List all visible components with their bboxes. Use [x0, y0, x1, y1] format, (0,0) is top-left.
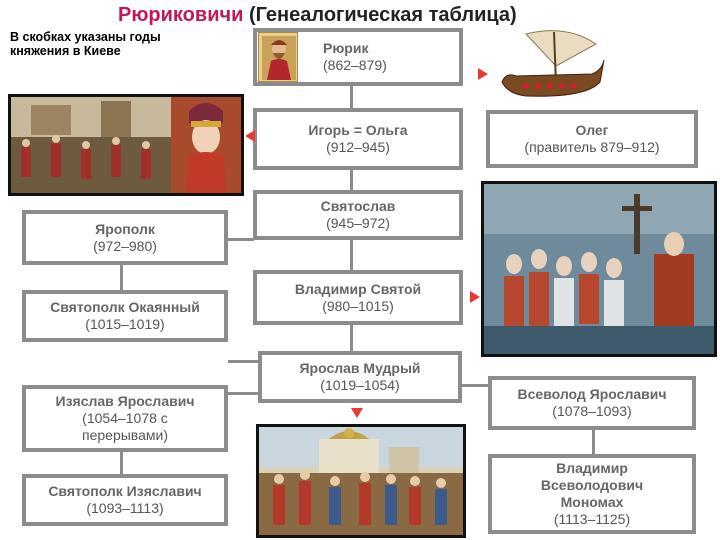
baptism-painting-art [484, 184, 714, 354]
vsevolod-box: Всеволод Ярославич (1078–1093) [488, 376, 696, 430]
svyatopolk-izyaslavich-name: Святополк Изяславич [48, 483, 201, 500]
svyatopolk-izyaslavich-box: Святополк Изяславич (1093–1113) [22, 474, 228, 526]
connector [120, 452, 123, 474]
izyaslav-name: Изяслав Ярославич [56, 393, 195, 410]
connector [228, 392, 258, 395]
yaropolk-years: (972–980) [93, 238, 157, 255]
rurik-portrait [258, 32, 298, 82]
yaropolk-box: Ярополк (972–980) [22, 210, 228, 265]
viking-ship-art [496, 24, 606, 104]
igor-olga-box: Игорь = Ольга (912–945) [253, 108, 463, 170]
connector [228, 238, 254, 241]
connector [350, 325, 353, 351]
vladimir-box: Владимир Святой (980–1015) [253, 270, 463, 325]
arrow-right-icon [470, 291, 480, 303]
kiev-painting [256, 424, 466, 538]
arrow-left-icon [245, 130, 255, 142]
connector [462, 384, 488, 387]
viking-ship-image [496, 24, 606, 104]
izyaslav-years: (1054–1078 с перерывами) [60, 410, 190, 444]
baptism-painting [481, 181, 717, 357]
svyatopolk-name: Святополк Окаянный [50, 299, 200, 316]
connector [350, 86, 353, 108]
igor-olga-painting-art [11, 97, 241, 193]
svyatoslav-years: (945–972) [326, 215, 390, 232]
yaroslav-box: Ярослав Мудрый (1019–1054) [258, 351, 462, 403]
igor-olga-painting [8, 94, 244, 196]
vsevolod-years: (1078–1093) [552, 403, 631, 420]
monomakh-years: (1113–1125) [554, 511, 630, 528]
izyaslav-box: Изяслав Ярославич (1054–1078 с перерывам… [22, 385, 228, 452]
vladimir-name: Владимир Святой [295, 281, 421, 298]
oleg-box: Олег (правитель 879–912) [486, 110, 698, 168]
title-sub: (Генеалогическая таблица) [243, 4, 516, 26]
vsevolod-name: Всеволод Ярославич [518, 386, 667, 403]
connector [350, 240, 353, 270]
monomakh-name: Владимир Всеволодович Мономах [517, 460, 667, 511]
rurik-portrait-art [259, 33, 298, 82]
yaropolk-name: Ярополк [95, 221, 155, 238]
vladimir-years: (980–1015) [322, 298, 394, 315]
svyatoslav-name: Святослав [321, 198, 396, 215]
igor-olga-years: (912–945) [326, 139, 390, 156]
legend-note: В скобках указаны годы княжения в Киеве [10, 30, 170, 58]
svyatopolk-izyaslavich-years: (1093–1113) [86, 500, 163, 517]
oleg-name: Олег [575, 122, 608, 139]
monomakh-box: Владимир Всеволодович Мономах (1113–1125… [488, 454, 696, 534]
connector [228, 360, 258, 363]
yaroslav-years: (1019–1054) [320, 377, 399, 394]
connector [592, 430, 595, 454]
rurik-name: Рюрик [323, 40, 368, 57]
arrow-down-icon [351, 408, 363, 418]
svyatopolk-box: Святополк Окаянный (1015–1019) [22, 290, 228, 342]
arrow-right-icon [478, 68, 488, 80]
yaroslav-name: Ярослав Мудрый [299, 360, 420, 377]
svyatopolk-years: (1015–1019) [85, 316, 164, 333]
rurik-years: (862–879) [323, 57, 387, 74]
igor-olga-name: Игорь = Ольга [308, 122, 407, 139]
oleg-years: (правитель 879–912) [524, 139, 659, 156]
svyatoslav-box: Святослав (945–972) [253, 190, 463, 240]
connector [120, 265, 123, 290]
title-main: Рюриковичи [118, 4, 243, 26]
kiev-painting-art [259, 427, 463, 535]
connector [350, 170, 353, 190]
